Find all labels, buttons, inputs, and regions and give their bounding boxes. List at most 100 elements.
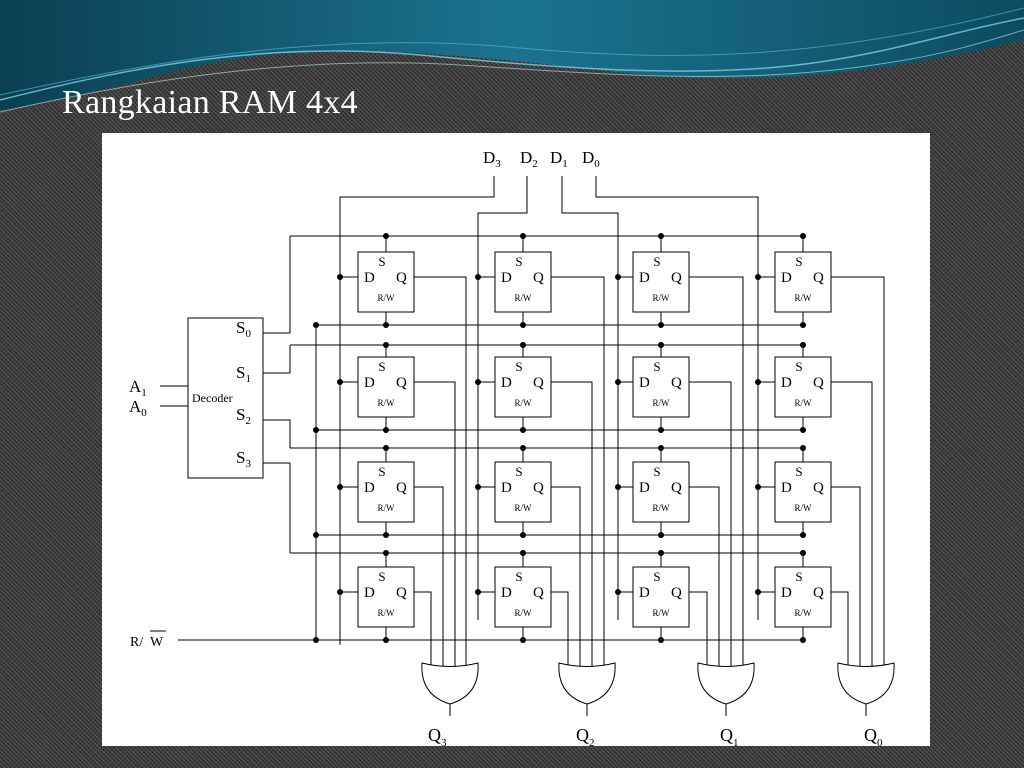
junction-dot bbox=[520, 445, 526, 451]
junction-dot bbox=[658, 637, 664, 643]
input-a1-label: A1 bbox=[129, 377, 147, 399]
memory-cell-r2-c1-d-label: D bbox=[501, 480, 512, 496]
junction-dot bbox=[800, 550, 806, 556]
memory-cell-r2-c2-q-label: Q bbox=[671, 480, 682, 496]
memory-cell-r2-c2-q-route bbox=[689, 486, 720, 670]
junction-dot bbox=[383, 342, 389, 348]
junction-dot bbox=[800, 532, 806, 538]
memory-cell-r3-c3-q-route bbox=[831, 591, 849, 670]
memory-cell-r1-c3-rw-label: R/W bbox=[795, 398, 813, 408]
data-d3-route bbox=[339, 176, 495, 645]
memory-cell-r1-c3-q-label: Q bbox=[813, 375, 824, 391]
junction-dot bbox=[383, 550, 389, 556]
memory-cell-r3-c3-q-label: Q bbox=[813, 585, 824, 601]
junction-dot bbox=[520, 637, 526, 643]
memory-cell-r0-c0-d-label: D bbox=[364, 270, 375, 286]
memory-cell-r2-c1-rw-label: R/W bbox=[515, 503, 533, 513]
memory-cell-r0-c2-d-label: D bbox=[639, 270, 650, 286]
junction-dot bbox=[383, 445, 389, 451]
memory-cell-r3-c1-q-label: Q bbox=[533, 585, 544, 601]
junction-dot bbox=[520, 322, 526, 328]
junction-dot bbox=[755, 484, 761, 490]
memory-cell-r1-c1-q-label: Q bbox=[533, 375, 544, 391]
memory-cell-r1-c0-rw-label: R/W bbox=[378, 398, 396, 408]
select-s1-route bbox=[263, 345, 291, 374]
junction-dot bbox=[313, 532, 319, 538]
memory-cell-r3-c0-q-label: Q bbox=[396, 585, 407, 601]
memory-cell-r1-c3-q-route bbox=[831, 381, 873, 670]
memory-cell-r3-c1-q-route bbox=[551, 591, 569, 670]
memory-cell-r0-c3-rw-label: R/W bbox=[795, 293, 813, 303]
memory-cell-r1-c0 bbox=[357, 356, 415, 418]
junction-dot bbox=[658, 322, 664, 328]
junction-dot bbox=[313, 322, 319, 328]
memory-cell-r2-c3-q-route bbox=[831, 486, 861, 670]
memory-cell-r2-c0-select-label: S bbox=[378, 464, 385, 479]
select-s2-label: S2 bbox=[236, 405, 251, 427]
junction-dot bbox=[800, 445, 806, 451]
memory-cell-r1-c2-q-route bbox=[689, 381, 732, 670]
memory-cell-r2-c1-q-label: Q bbox=[533, 480, 544, 496]
junction-dot bbox=[383, 322, 389, 328]
memory-cell-r1-c2-q-label: Q bbox=[671, 375, 682, 391]
junction-dot bbox=[755, 274, 761, 280]
memory-cell-r0-c1 bbox=[494, 251, 552, 313]
memory-cell-r3-c2-q-route bbox=[689, 591, 708, 670]
junction-dot bbox=[475, 274, 481, 280]
junction-dot bbox=[658, 427, 664, 433]
junction-dot bbox=[520, 532, 526, 538]
junction-dot bbox=[658, 233, 664, 239]
junction-dot bbox=[658, 342, 664, 348]
memory-cell-r3-c3-rw-label: R/W bbox=[795, 608, 813, 618]
memory-cell-r2-c1-select-label: S bbox=[515, 464, 522, 479]
memory-cell-r0-c2 bbox=[632, 251, 690, 313]
memory-cell-r3-c3-d-label: D bbox=[781, 585, 792, 601]
memory-cell-r0-c1-d-label: D bbox=[501, 270, 512, 286]
data-d1-route bbox=[561, 176, 619, 620]
memory-cell-r3-c0-rw-label: R/W bbox=[378, 608, 396, 618]
memory-cell-r1-c3-select-label: S bbox=[795, 359, 802, 374]
memory-cell-r2-c0-q-route bbox=[414, 486, 444, 670]
memory-cell-r0-c1-q-label: Q bbox=[533, 270, 544, 286]
memory-cell-r2-c2-rw-label: R/W bbox=[653, 503, 671, 513]
memory-cell-r1-c0-q-label: Q bbox=[396, 375, 407, 391]
data-d0-route bbox=[595, 176, 759, 620]
memory-cell-r2-c2-select-label: S bbox=[653, 464, 660, 479]
select-s2-route bbox=[263, 419, 291, 448]
junction-dot bbox=[520, 233, 526, 239]
memory-cell-r0-c2-q-label: Q bbox=[671, 270, 682, 286]
select-s1-label: S1 bbox=[236, 363, 251, 385]
memory-cell-r3-c3-select-label: S bbox=[795, 569, 802, 584]
junction-dot bbox=[313, 637, 319, 643]
memory-cell-r1-c2-select-label: S bbox=[653, 359, 660, 374]
select-s0-label: S0 bbox=[236, 318, 251, 340]
memory-cell-r2-c3-d-label: D bbox=[781, 480, 792, 496]
memory-cell-r2-c3-select-label: S bbox=[795, 464, 802, 479]
junction-dot bbox=[800, 342, 806, 348]
data-input-d1-label: D1 bbox=[550, 148, 568, 170]
memory-cell-r0-c3-d-label: D bbox=[781, 270, 792, 286]
memory-cell-r1-c2 bbox=[632, 356, 690, 418]
decoder-label: Decoder bbox=[192, 391, 233, 405]
memory-cell-r1-c2-d-label: D bbox=[639, 375, 650, 391]
memory-cell-r2-c2-d-label: D bbox=[639, 480, 650, 496]
output-q2-label: Q2 bbox=[576, 725, 595, 746]
memory-cell-r0-c1-q-route bbox=[551, 276, 605, 670]
junction-dot bbox=[475, 379, 481, 385]
memory-cell-r2-c3-q-label: Q bbox=[813, 480, 824, 496]
memory-cell-r1-c1 bbox=[494, 356, 552, 418]
memory-cell-r0-c0-q-label: Q bbox=[396, 270, 407, 286]
memory-cell-r0-c3-q-route bbox=[831, 276, 885, 670]
junction-dot bbox=[383, 233, 389, 239]
data-input-d3-label: D3 bbox=[483, 148, 501, 170]
memory-cell-r0-c3-q-label: Q bbox=[813, 270, 824, 286]
memory-cell-r3-c1-select-label: S bbox=[515, 569, 522, 584]
junction-dot bbox=[615, 274, 621, 280]
junction-dot bbox=[337, 484, 343, 490]
output-q1-label: Q1 bbox=[720, 725, 739, 746]
memory-cell-r3-c2-rw-label: R/W bbox=[653, 608, 671, 618]
memory-cell-r2-c2 bbox=[632, 461, 690, 523]
or-gate-3 bbox=[837, 662, 895, 705]
